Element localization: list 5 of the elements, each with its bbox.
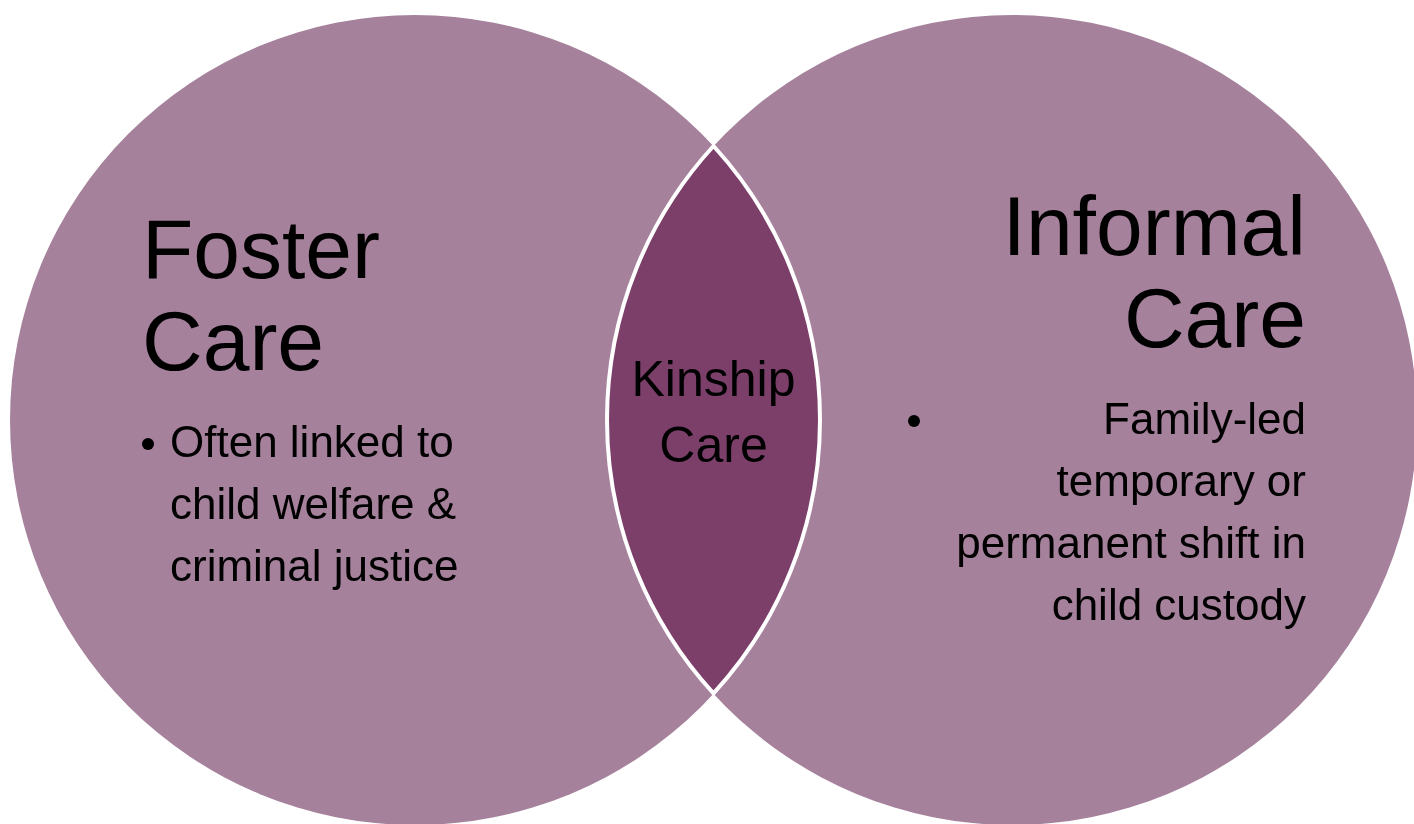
bullet-text: Often linked to child welfare & criminal justice [170, 416, 460, 592]
bullet-text: Family-led temporary or permanent shift in child custody [955, 393, 1306, 631]
circle-heading: Kinship Care [630, 350, 797, 476]
circle-heading: Foster Care [141, 203, 382, 387]
circle-heading: Informal Care [1001, 180, 1307, 364]
